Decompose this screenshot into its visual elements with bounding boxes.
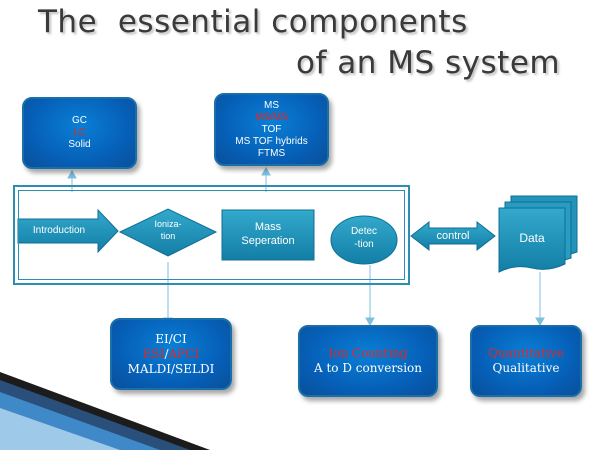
introduction-arrow	[17, 208, 119, 254]
ms-analyzer-box: MS MS/MS TOF MS TOF hybrids FTMS	[214, 93, 329, 166]
mass-label-2: Seperation	[241, 235, 295, 247]
data-output-box: Quantitative Qualitative	[470, 325, 582, 397]
detection-label-2: -tion	[354, 239, 374, 250]
ms-line-ftms: FTMS	[257, 147, 286, 159]
inlet-solid: Solid	[68, 139, 91, 150]
detection-ellipse	[330, 215, 398, 265]
data-qualitative: Qualitative	[492, 361, 560, 375]
control-label: control	[436, 230, 470, 242]
data-quantitative: Quantitative	[488, 346, 564, 360]
ionization-diamond	[118, 208, 218, 257]
corner-swoosh-decoration	[0, 372, 210, 450]
slide-title-line2: of an MS system	[296, 45, 561, 81]
ms-system-frame	[13, 185, 410, 285]
ion-line-eici: EI/CI	[155, 331, 187, 346]
ion-line-maldi: MALDI/SELDI	[127, 361, 215, 376]
mass-separation-rect	[221, 209, 315, 261]
ion-sep: /	[164, 346, 169, 361]
ionization-label-2: tion	[160, 231, 176, 241]
ms-line-hybrids: MS TOF hybrids	[235, 135, 308, 147]
mass-label-1: Mass	[254, 221, 282, 233]
ion-esi: ESI	[142, 346, 165, 361]
inlet-gc: GC	[72, 115, 87, 126]
data-documents-shape	[498, 195, 578, 273]
det-a-to-d: A to D conversion	[313, 361, 423, 375]
inlet-box: GC LC Solid	[22, 97, 137, 169]
detection-box: Ion Counting A to D conversion	[298, 325, 438, 397]
ionization-label-1: Ioniza-	[154, 219, 182, 229]
slide-title-line1: The essential components	[38, 4, 468, 40]
ms-line-ms: MS	[264, 99, 279, 111]
control-double-arrow	[410, 220, 496, 252]
inlet-lc: LC	[73, 127, 86, 138]
det-ion-counting: Ion Counting	[328, 346, 408, 360]
introduction-label: Introduction	[32, 225, 86, 236]
ionization-methods-box: EI/CI ESI/APCI MALDI/SELDI	[110, 318, 232, 390]
ion-apci: APCI	[168, 346, 200, 361]
ms-line-tof: TOF	[261, 123, 282, 135]
ion-line-esi-apci: ESI/APCI	[143, 347, 199, 362]
data-label: Data	[519, 231, 545, 245]
ms-line-msms: MS/MS	[255, 111, 288, 123]
detection-label-1: Detec	[350, 226, 378, 237]
